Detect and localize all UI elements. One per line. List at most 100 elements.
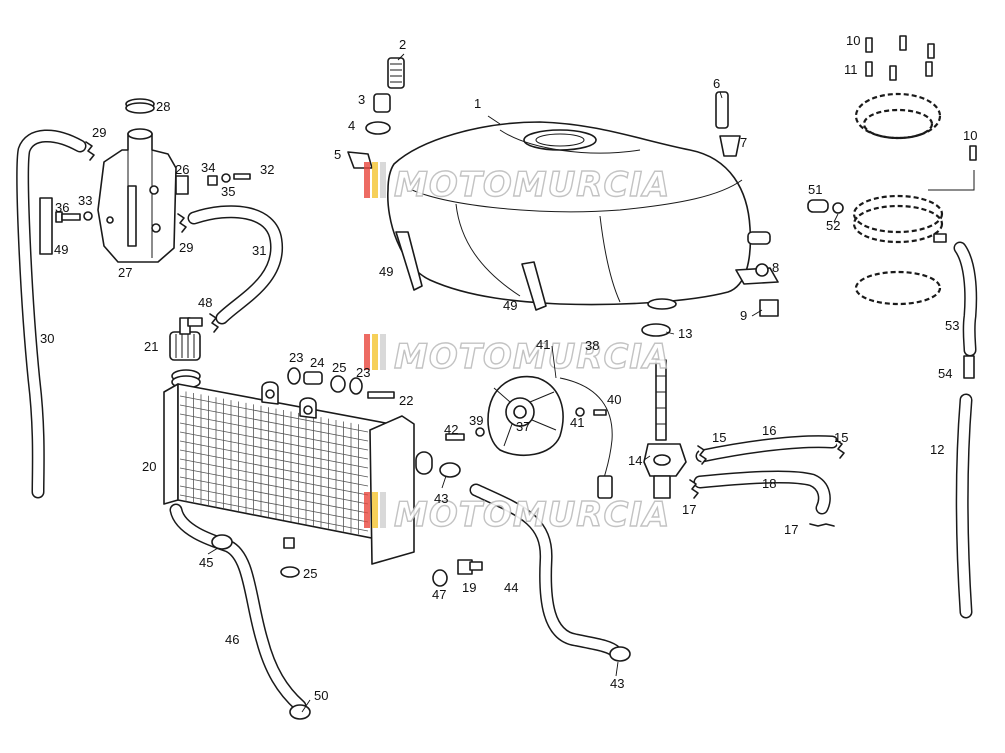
callout-c2: 2 xyxy=(399,37,406,52)
watermark-text: MOTOMURCIA xyxy=(394,495,670,535)
callout-c17a: 17 xyxy=(682,502,696,517)
radiator xyxy=(163,369,433,565)
callout-c4: 4 xyxy=(348,118,355,133)
watermark-text: MOTOMURCIA xyxy=(394,337,670,377)
rubber-block xyxy=(175,175,189,195)
callout-c20: 20 xyxy=(142,459,156,474)
callout-c32: 32 xyxy=(260,162,274,177)
vent-hose xyxy=(953,241,978,619)
callout-c45: 45 xyxy=(199,555,213,570)
callout-c39: 39 xyxy=(469,413,483,428)
callout-c37: 37 xyxy=(516,419,530,434)
callout-c36: 36 xyxy=(55,200,69,215)
leader-line xyxy=(719,91,723,99)
upper-hose xyxy=(469,483,623,659)
callout-c18: 18 xyxy=(762,476,776,491)
callout-c40: 40 xyxy=(607,392,621,407)
lower-hose xyxy=(169,503,307,713)
callout-c25b: 25 xyxy=(303,566,317,581)
hose-clamp xyxy=(439,462,631,662)
callout-c6: 6 xyxy=(713,76,720,91)
watermark-stripe xyxy=(380,492,386,528)
callout-c49b: 49 xyxy=(379,264,393,279)
watermark-stripe xyxy=(380,162,386,198)
foam-pad xyxy=(39,197,53,255)
watermark: MOTOMURCIA xyxy=(364,492,670,536)
callout-c11: 11 xyxy=(844,62,858,77)
pump-gasket xyxy=(854,92,942,140)
filler-cap xyxy=(169,317,203,361)
pump-bolts xyxy=(865,35,977,161)
leader-line xyxy=(751,309,763,317)
leader-line xyxy=(615,661,619,677)
callout-c26: 26 xyxy=(175,162,189,177)
callout-c24: 24 xyxy=(310,355,324,370)
callout-c13: 13 xyxy=(678,326,692,341)
callout-c15b: 15 xyxy=(834,430,848,445)
watermarks: MOTOMURCIA MOTOMURCIA MOTOMURCIA xyxy=(364,162,670,536)
watermark-stripe xyxy=(372,492,378,528)
watermark-stripe xyxy=(364,492,370,528)
fuel-pump-flange xyxy=(852,170,975,306)
callout-c31: 31 xyxy=(252,243,266,258)
callout-c43a: 43 xyxy=(434,491,448,506)
callout-c16: 16 xyxy=(762,423,776,438)
callout-c10a: 10 xyxy=(846,33,860,48)
callout-c25a: 25 xyxy=(332,360,346,375)
watermark-stripe xyxy=(372,334,378,370)
tank-cap xyxy=(125,98,155,114)
callout-c3: 3 xyxy=(358,92,365,107)
fuel-line xyxy=(693,435,839,515)
callout-c49a: 49 xyxy=(54,242,68,257)
leader-line xyxy=(301,699,311,713)
leader-line xyxy=(441,475,447,489)
callout-c43b: 43 xyxy=(610,676,624,691)
callout-c21: 21 xyxy=(144,339,158,354)
leader-line xyxy=(207,547,219,555)
callout-c50: 50 xyxy=(314,688,328,703)
hose-clamp xyxy=(211,534,311,720)
callout-c9: 9 xyxy=(740,308,747,323)
callout-c7: 7 xyxy=(740,135,747,150)
callout-c19: 19 xyxy=(462,580,476,595)
leader-line xyxy=(643,455,651,461)
callout-c29b: 29 xyxy=(179,240,193,255)
callout-c49c: 49 xyxy=(503,298,517,313)
hose-clip xyxy=(689,439,845,527)
callout-c41b: 41 xyxy=(570,415,584,430)
callout-c29a: 29 xyxy=(92,125,106,140)
callout-c52: 52 xyxy=(826,218,840,233)
small-fasteners xyxy=(207,173,251,186)
callout-c42: 42 xyxy=(444,422,458,437)
callout-c48: 48 xyxy=(198,295,212,310)
watermark-text: MOTOMURCIA xyxy=(394,165,670,205)
tank-strap xyxy=(395,231,547,311)
callout-c28: 28 xyxy=(156,99,170,114)
cooling-fan xyxy=(445,375,585,457)
callout-c23a: 23 xyxy=(289,350,303,365)
tank-bolts xyxy=(347,57,779,337)
watermark-stripe xyxy=(380,334,386,370)
grommets xyxy=(280,367,395,578)
callout-c27: 27 xyxy=(118,265,132,280)
callout-c44: 44 xyxy=(504,580,518,595)
hose-clip xyxy=(209,313,219,333)
fuel-tank xyxy=(387,121,771,310)
watermark-stripe xyxy=(364,162,370,198)
callout-c17b: 17 xyxy=(784,522,798,537)
callout-c14: 14 xyxy=(628,453,642,468)
hose-clip xyxy=(85,141,95,161)
watermark-stripe xyxy=(364,334,370,370)
leader-line xyxy=(833,213,839,223)
bolt xyxy=(55,211,93,223)
callout-c41a: 41 xyxy=(536,337,550,352)
leader-line xyxy=(665,331,675,335)
callout-c34: 34 xyxy=(201,160,215,175)
callout-c46: 46 xyxy=(225,632,239,647)
watermark: MOTOMURCIA xyxy=(364,334,670,378)
hose-clip xyxy=(177,213,187,233)
callout-c33: 33 xyxy=(78,193,92,208)
callout-c54: 54 xyxy=(938,366,952,381)
